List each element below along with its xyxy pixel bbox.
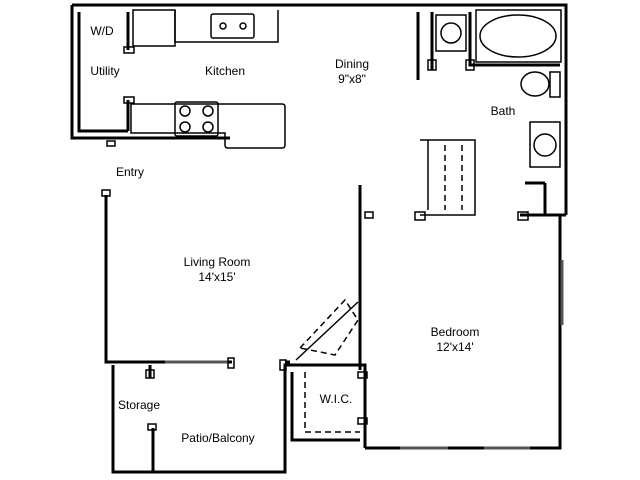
kitchen-counter xyxy=(106,9,286,149)
room-label-wic: W.I.C. xyxy=(319,392,353,406)
room-label-wd: W/D xyxy=(90,24,114,38)
bath-fixtures xyxy=(427,9,562,168)
room-label-entry: Entry xyxy=(115,165,145,179)
dining-name: Dining xyxy=(334,57,370,71)
windows xyxy=(165,260,564,450)
room-label-living: Living Room 14'x15' xyxy=(184,255,251,285)
room-label-patio: Patio/Balcony xyxy=(181,431,255,445)
dining-size: 9"x8" xyxy=(338,72,366,86)
living-size: 14'x15' xyxy=(198,270,236,284)
room-label-utility: Utility xyxy=(90,64,120,78)
bedroom-size: 12'x14' xyxy=(436,340,474,354)
closet-shelves xyxy=(101,189,374,433)
room-label-storage: Storage xyxy=(117,398,161,412)
living-name: Living Room xyxy=(183,255,251,269)
bedroom-name: Bedroom xyxy=(430,325,480,339)
room-label-kitchen: Kitchen xyxy=(204,64,246,78)
linen-closet xyxy=(414,139,529,221)
room-label-dining: Dining 9"x8" xyxy=(335,57,369,87)
room-label-bath: Bath xyxy=(490,104,516,118)
room-label-bedroom: Bedroom 12'x14' xyxy=(431,325,480,355)
